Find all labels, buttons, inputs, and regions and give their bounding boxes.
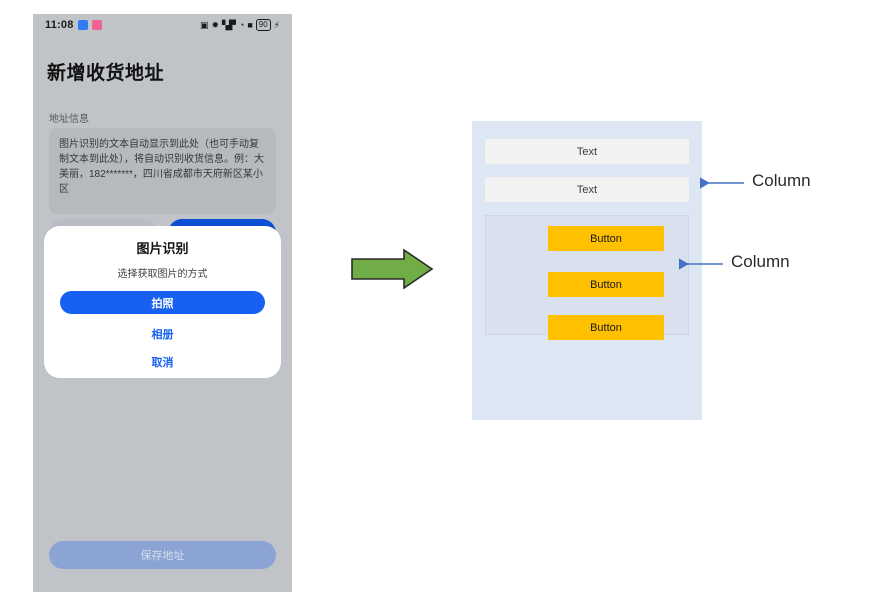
nfc-icon: ▣: [199, 19, 209, 30]
modal-subtitle: 选择获取图片的方式: [117, 269, 208, 280]
diagram-button-1: Button: [548, 226, 664, 251]
diagram-text-box-2-label: Text: [576, 183, 598, 196]
section-label-address-info: 地址信息: [49, 114, 89, 125]
modal-take-photo-button[interactable]: 拍照: [60, 291, 265, 314]
address-hint-text: 图片识别的文本自动显示到此处（也可手动复制文本到此处），将自动识别收货信息。例：…: [59, 139, 264, 195]
app-badge-blue-icon: [77, 20, 88, 30]
modal-cancel-button[interactable]: 取消: [44, 354, 281, 370]
diagram-text-box-2: Text: [485, 177, 689, 202]
signal-bars-icon: ▚▛: [222, 19, 236, 30]
wifi-icon: ◔: [238, 19, 245, 30]
modal-take-photo-label: 拍照: [151, 297, 174, 310]
save-address-button[interactable]: 保存地址: [49, 541, 276, 569]
status-bar-right: ▣ ✹ ▚▛ ◔ ■ 90 ⚡: [200, 19, 280, 31]
lightning-bolt-icon: ⚡: [273, 19, 280, 30]
save-address-button-label: 保存地址: [140, 550, 185, 562]
diagram-text-box-1: Text: [485, 139, 689, 164]
callout-label-1: Column: [752, 171, 811, 190]
status-bar-time: 11:08: [45, 19, 74, 31]
battery-indicator: 90: [255, 19, 271, 31]
diagram-button-2-label: Button: [590, 278, 622, 291]
diagram-text-box-1-label: Text: [576, 145, 598, 158]
status-bar: 11:08 ▣ ✹ ▚▛ ◔ ■ 90 ⚡: [33, 14, 292, 36]
bluetooth-icon: ✹: [211, 19, 220, 30]
modal-title: 图片识别: [136, 241, 189, 256]
diagram-button-column: Button Button Button: [485, 215, 689, 340]
modal-album-button[interactable]: 相册: [44, 326, 281, 342]
sim-icon: ■: [247, 19, 253, 30]
flow-arrow: [350, 248, 434, 295]
modal-cancel-label: 取消: [151, 357, 174, 369]
diagram-button-3-label: Button: [590, 321, 622, 334]
status-bar-left: 11:08: [45, 19, 102, 31]
layout-diagram-container: Text Text Button Button Button: [472, 121, 702, 420]
callout-label-2: Column: [731, 252, 790, 271]
address-text-input[interactable]: 图片识别的文本自动显示到此处（也可手动复制文本到此处），将自动识别收货信息。例：…: [49, 128, 276, 214]
diagram-button-3: Button: [548, 315, 664, 340]
diagram-button-1-label: Button: [590, 232, 622, 245]
modal-album-label: 相册: [151, 329, 174, 341]
diagram-button-2: Button: [548, 272, 664, 297]
page-title: 新增收货地址: [47, 63, 165, 84]
app-badge-pink-icon: [91, 20, 102, 30]
image-recognize-modal: 图片识别 选择获取图片的方式 拍照 相册 取消: [44, 226, 281, 378]
phone-screen: 11:08 ▣ ✹ ▚▛ ◔ ■ 90 ⚡ 新增收货地址 地址信息 图片识别的文…: [33, 14, 292, 592]
green-right-arrow-icon: [351, 248, 434, 290]
